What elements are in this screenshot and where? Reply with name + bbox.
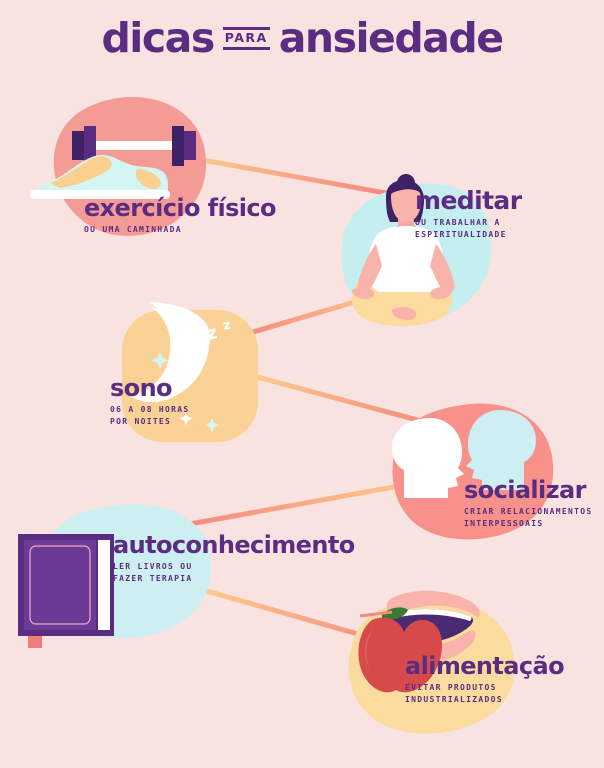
dumbbell-and-sneaker-icon (30, 126, 196, 199)
tip-title-exercicio: exercício físico (84, 194, 277, 222)
tip-title-sono: sono (110, 374, 173, 402)
tip-label-meditar: meditar OU TRABALHAR A ESPIRITUALIDADE (415, 186, 522, 240)
page-title: dicas PARA ansiedade (0, 18, 604, 59)
head-left-icon (392, 418, 464, 498)
title-part-1: dicas (101, 14, 215, 62)
tip-label-sono: sono 06 A 08 HORAS POR NOITES (110, 376, 190, 427)
tip-subtitle-exercicio: OU UMA CAMINHADA (84, 225, 182, 234)
head-right-icon (466, 410, 536, 490)
tip-title-meditar: meditar (415, 186, 522, 215)
tip-subtitle-meditar: OU TRABALHAR A ESPIRITUALIDADE (415, 218, 507, 239)
tip-title-alimentacao: alimentação (405, 652, 565, 680)
connector-socializar-autoconhecimento (165, 477, 435, 531)
svg-text:z: z (222, 318, 233, 334)
mouth-and-apple-icon (358, 590, 480, 693)
connector-exercicio-meditar (172, 152, 405, 199)
tip-subtitle-alimentacao: EVITAR PRODUTOS INDUSTRIALIZADOS (405, 683, 503, 704)
tip-title-socializar: socializar (464, 476, 586, 504)
closed-book-icon (18, 534, 114, 648)
tip-label-exercicio: exercício físico OU UMA CAMINHADA (84, 194, 277, 236)
title-badge-para: PARA (222, 27, 270, 50)
tip-label-alimentacao: alimentação EVITAR PRODUTOS INDUSTRIALIZ… (405, 652, 565, 705)
crescent-moon-zzz-icon: z z z (130, 302, 233, 433)
connector-sono-socializar (243, 371, 450, 431)
meditating-person-icon (352, 174, 455, 326)
tip-title-autoconhecimento: autoconhecimento (113, 531, 355, 559)
title-part-2: ansiedade (278, 14, 504, 62)
tip-subtitle-autoconhecimento: LER LIVROS OU FAZER TERAPIA (113, 562, 193, 583)
tip-label-autoconhecimento: autoconhecimento LER LIVROS OU FAZER TER… (113, 533, 355, 584)
svg-text:z: z (205, 322, 220, 345)
tip-label-socializar: socializar CRIAR RELACIONAMENTOS INTERPE… (464, 478, 592, 529)
svg-text:z: z (191, 336, 204, 355)
two-talking-heads-icon (392, 410, 536, 498)
tip-subtitle-sono: 06 A 08 HORAS POR NOITES (110, 405, 190, 426)
tip-subtitle-socializar: CRIAR RELACIONAMENTOS INTERPESSOAIS (464, 507, 593, 528)
